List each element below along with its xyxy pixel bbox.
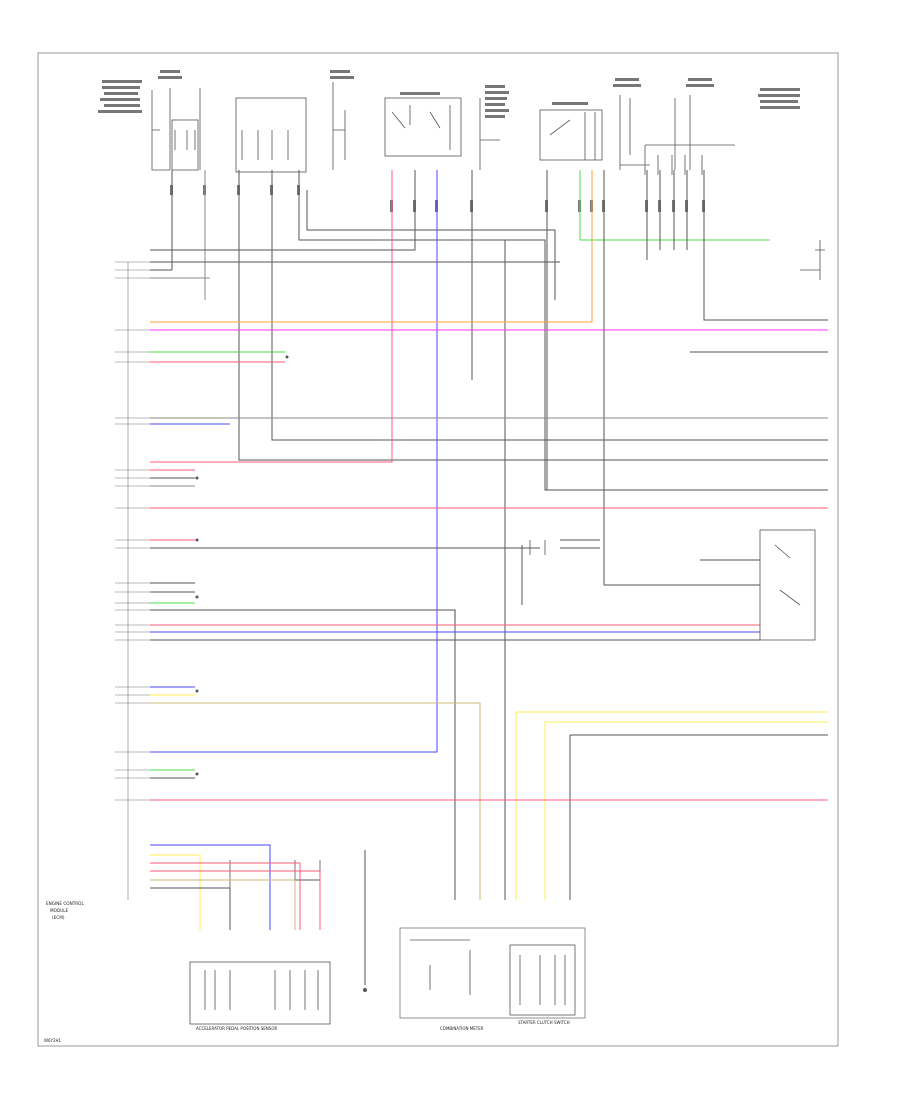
bottom-labels: ACCELERATOR PEDAL POSITION SENSOR COMBIN… — [44, 1020, 570, 1043]
right-components — [529, 240, 825, 641]
ecm-label: ENGINE CONTROL MODULE (ECM) — [46, 901, 84, 920]
horizontal-wires — [150, 261, 828, 801]
diagram-frame — [37, 52, 839, 1047]
top-label-placeholders — [98, 70, 800, 118]
ecm-pin-column — [115, 261, 150, 900]
label-starter-clutch: STARTER CLUTCH SWITCH — [518, 1020, 570, 1025]
top-fuse-blocks — [151, 82, 735, 175]
label-combination-meter: COMBINATION METER — [440, 1026, 484, 1031]
ecm-label-line1: ENGINE CONTROL — [46, 901, 84, 906]
accelerator-sensor-wires — [150, 844, 321, 930]
label-accelerator-sensor: ACCELERATOR PEDAL POSITION SENSOR — [196, 1026, 277, 1031]
ground-symbols — [195, 355, 367, 992]
ecm-label-line3: (ECM) — [52, 915, 65, 920]
ecm-label-line2: MODULE — [50, 908, 69, 913]
footer-code: W6Y2H1 — [44, 1038, 61, 1043]
bottom-components — [150, 844, 586, 1025]
